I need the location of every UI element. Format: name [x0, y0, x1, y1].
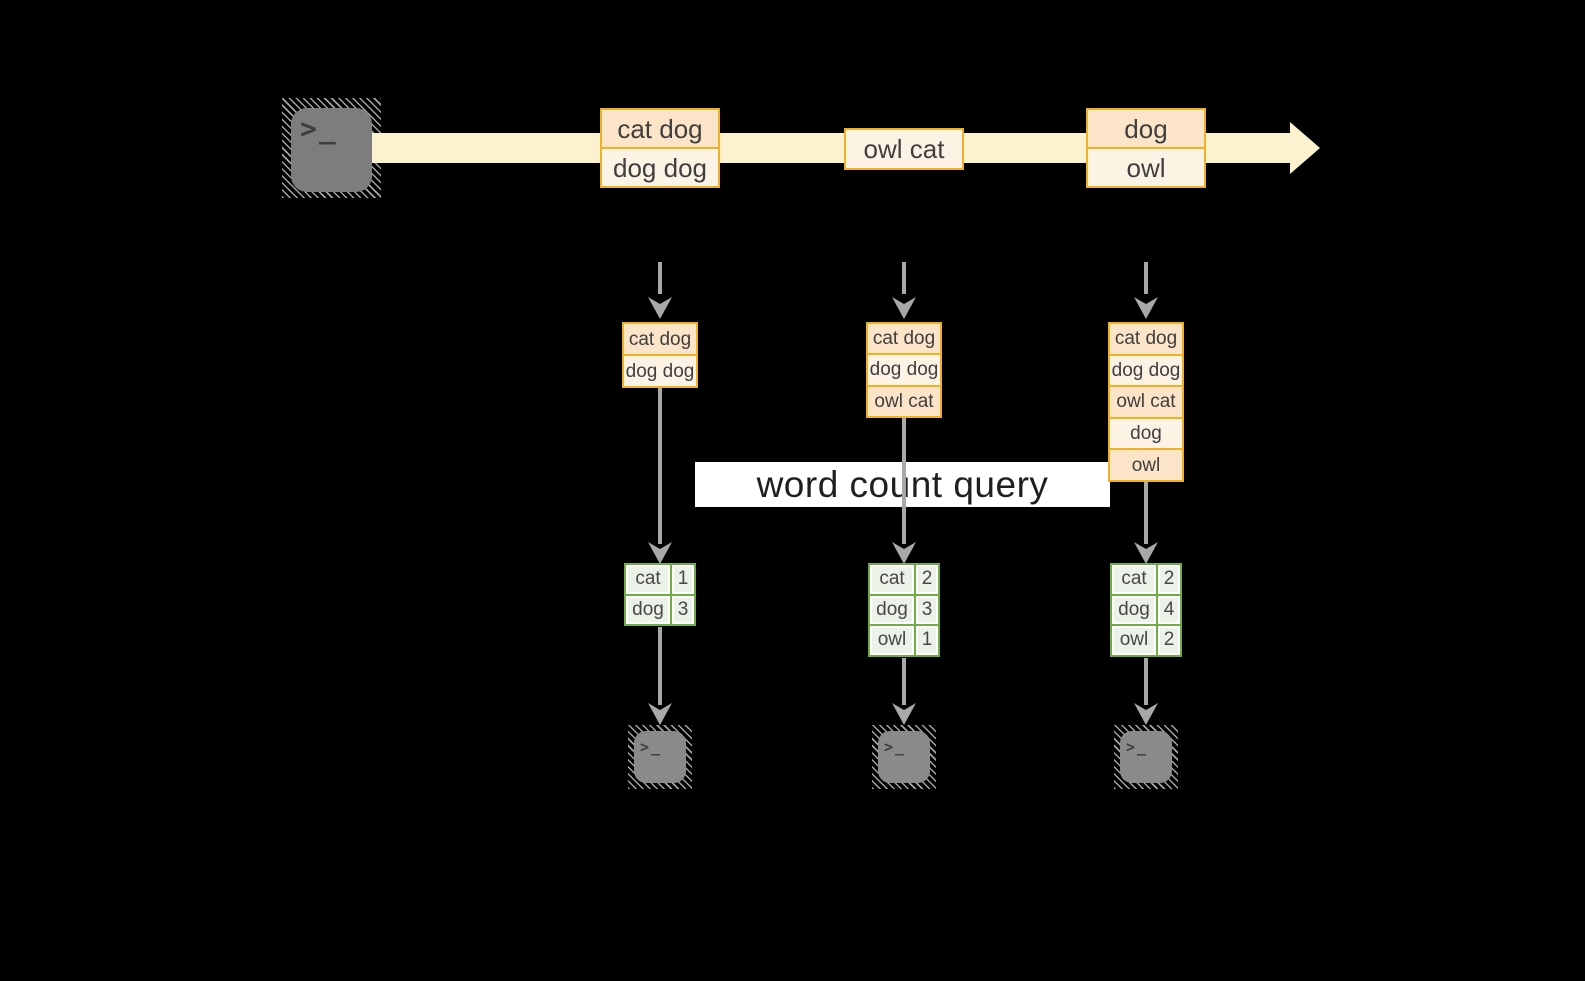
stream-event-line: owl — [1088, 147, 1204, 186]
state-line: owl cat — [1110, 385, 1182, 417]
word-cell: cat — [626, 565, 670, 594]
state-line: dog dog — [624, 354, 696, 386]
count-cell: 3 — [672, 595, 694, 624]
terminal-prompt-glyph: >_ — [640, 738, 663, 756]
stream-event-line: owl cat — [846, 130, 962, 168]
count-cell: 3 — [916, 595, 938, 624]
input-state-box: cat dog dog dog owl cat dog owl — [1108, 322, 1184, 482]
arrow-down-icon — [1134, 542, 1158, 564]
word-cell: dog — [626, 595, 670, 624]
word-cell: cat — [1112, 565, 1156, 594]
stream-arrow-head-icon — [1290, 122, 1320, 174]
state-line: cat dog — [868, 324, 940, 354]
input-state-box: cat dog dog dog — [622, 322, 698, 388]
input-state-box: cat dog dog dog owl cat — [866, 322, 942, 418]
terminal-prompt-glyph: >_ — [1126, 738, 1149, 756]
terminal-sink-icon: >_ — [1120, 731, 1172, 783]
terminal-source-icon: >_ — [291, 108, 372, 192]
stream-event-box: owl cat — [844, 128, 964, 170]
count-cell: 2 — [916, 565, 938, 594]
word-cell: dog — [870, 595, 914, 624]
arrow-down-icon — [648, 542, 672, 564]
stream-event-line: cat dog — [602, 110, 718, 147]
connector-line — [902, 418, 906, 544]
count-cell: 2 — [1158, 626, 1180, 655]
arrow-down-icon — [892, 542, 916, 564]
connector-line — [658, 388, 662, 544]
count-cell: 1 — [672, 565, 694, 594]
stream-event-line: dog — [1088, 110, 1204, 147]
stream-event-box: dog owl — [1086, 108, 1206, 188]
word-count-table: cat 2 dog 3 owl 1 — [868, 563, 940, 657]
terminal-sink-icon: >_ — [878, 731, 930, 783]
connector-line — [1144, 658, 1148, 705]
terminal-prompt-glyph: >_ — [300, 112, 338, 145]
stream-event-box: cat dog dog dog — [600, 108, 720, 188]
arrow-down-icon — [1134, 703, 1158, 725]
arrow-down-icon — [1134, 297, 1158, 319]
count-cell: 1 — [916, 626, 938, 655]
dashed-connector — [658, 262, 662, 294]
word-cell: owl — [870, 626, 914, 655]
arrow-down-icon — [648, 297, 672, 319]
state-line: dog dog — [868, 353, 940, 385]
stream-event-line: dog dog — [602, 147, 718, 186]
connector-line — [902, 658, 906, 705]
state-line: dog — [1110, 416, 1182, 449]
state-line: owl — [1110, 448, 1182, 480]
arrow-down-icon — [892, 703, 916, 725]
state-line: cat dog — [624, 324, 696, 354]
terminal-prompt-glyph: >_ — [884, 738, 907, 756]
word-count-table: cat 2 dog 4 owl 2 — [1110, 563, 1182, 657]
count-cell: 2 — [1158, 565, 1180, 594]
terminal-sink-icon: >_ — [634, 731, 686, 783]
state-line: dog dog — [1110, 353, 1182, 386]
word-cell: owl — [1112, 626, 1156, 655]
arrow-down-icon — [648, 703, 672, 725]
dashed-connector — [902, 262, 906, 294]
state-line: cat dog — [1110, 324, 1182, 354]
count-cell: 4 — [1158, 595, 1180, 624]
dashed-connector — [1144, 262, 1148, 294]
connector-line — [658, 627, 662, 705]
word-cell: dog — [1112, 595, 1156, 624]
state-line: owl cat — [868, 384, 940, 416]
word-count-table: cat 1 dog 3 — [624, 563, 696, 626]
arrow-down-icon — [892, 297, 916, 319]
word-cell: cat — [870, 565, 914, 594]
connector-line — [1144, 482, 1148, 544]
